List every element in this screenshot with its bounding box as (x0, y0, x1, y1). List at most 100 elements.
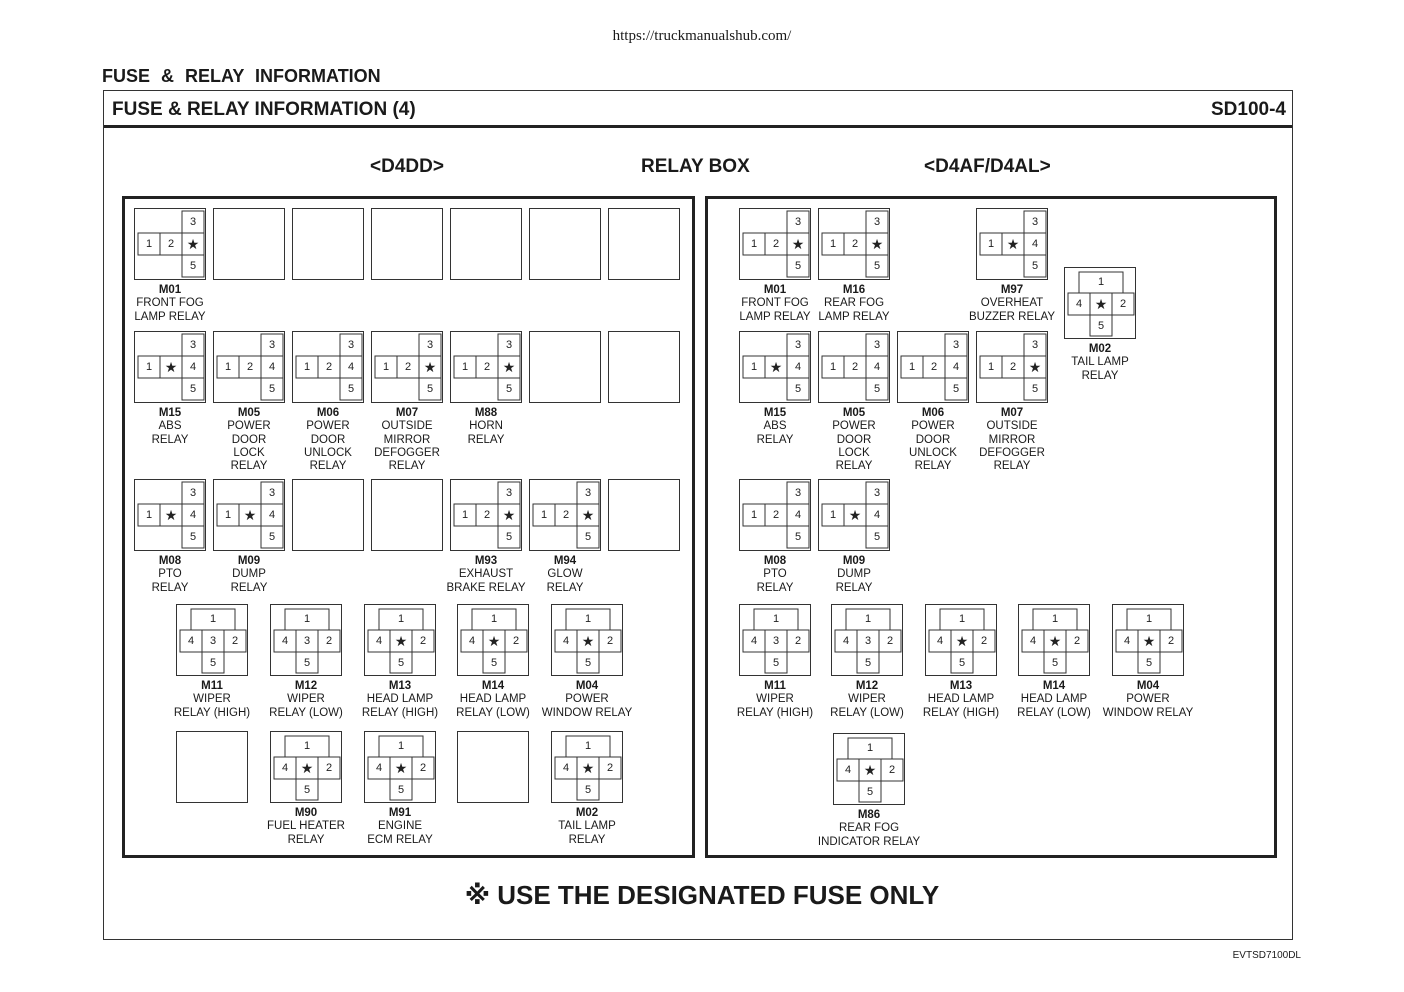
pin-label: 2 (889, 764, 895, 776)
connector-pin-diagram: 1★435 (821, 481, 889, 549)
pin-label: 1 (773, 613, 779, 625)
relay-name: HEAD LAMP RELAY (HIGH) (922, 693, 1000, 719)
pin-label: 4 (190, 361, 196, 373)
star-pin-icon: ★ (956, 633, 969, 649)
relay-code: M86 (857, 809, 881, 821)
pin-label: 3 (795, 487, 801, 499)
pin-label: 2 (168, 238, 174, 250)
empty-relay-slot (292, 208, 364, 280)
relay-code: M13 (388, 680, 412, 692)
pin-label: 2 (931, 361, 937, 373)
pin-label: 3 (874, 216, 880, 228)
relay-name: DUMP RELAY (835, 568, 873, 594)
empty-relay-slot (371, 208, 443, 280)
star-pin-icon: ★ (244, 507, 257, 523)
frame-header: FUSE & RELAY INFORMATION (4) SD100-4 (104, 91, 1292, 128)
document-code: EVTSD7100DL (1232, 950, 1301, 961)
relay-name: FRONT FOG LAMP RELAY (134, 297, 206, 323)
relay-box-d4dd (122, 196, 695, 858)
relay-name: WIPER RELAY (HIGH) (736, 693, 814, 719)
pin-label: 5 (959, 657, 965, 669)
pin-label: 3 (1032, 216, 1038, 228)
pin-label: 1 (491, 613, 497, 625)
header-d4dd: <D4DD> (370, 156, 444, 177)
frame-title: FUSE & RELAY INFORMATION (4) (112, 99, 416, 120)
pin-label: 3 (190, 487, 196, 499)
connector-pin-diagram: 1★435 (216, 481, 284, 549)
pin-label: 2 (326, 635, 332, 647)
pin-label: 4 (874, 509, 880, 521)
star-pin-icon: ★ (503, 359, 516, 375)
pin-label: 1 (1146, 613, 1152, 625)
pin-label: 4 (376, 762, 382, 774)
relay-code: M02 (1088, 343, 1112, 355)
pin-label: 4 (795, 509, 801, 521)
pin-label: 3 (190, 339, 196, 351)
relay-code: M04 (575, 680, 599, 692)
pin-label: 1 (867, 742, 873, 754)
pin-label: 4 (845, 764, 851, 776)
pin-label: 1 (751, 238, 757, 250)
pin-label: 2 (247, 361, 253, 373)
connector-pin-diagram: 1★435 (979, 210, 1047, 278)
pin-label: 2 (887, 635, 893, 647)
relay-code: M06 (921, 407, 945, 419)
connector-pin-diagram: 1★435 (137, 481, 205, 549)
pin-label: 3 (865, 635, 871, 647)
pin-label: 4 (953, 361, 959, 373)
relay-code: M07 (395, 407, 419, 419)
relay-code: M02 (575, 807, 599, 819)
pin-label: 3 (874, 339, 880, 351)
star-pin-icon: ★ (165, 507, 178, 523)
star-pin-icon: ★ (770, 359, 783, 375)
pin-label: 1 (830, 509, 836, 521)
pin-label: 1 (909, 361, 915, 373)
pin-label: 5 (585, 657, 591, 669)
relay-name: OVERHEAT BUZZER RELAY (968, 297, 1056, 323)
pin-label: 3 (427, 339, 433, 351)
relay-name: ENGINE ECM RELAY (367, 820, 433, 846)
pin-label: 1 (304, 613, 310, 625)
relay-code: M15 (158, 407, 182, 419)
source-url[interactable]: https://truckmanualshub.com/ (612, 28, 792, 44)
pin-label: 5 (874, 260, 880, 272)
relay-name: HEAD LAMP RELAY (LOW) (456, 693, 530, 719)
pin-label: 2 (420, 762, 426, 774)
pin-label: 4 (751, 635, 757, 647)
pin-label: 3 (953, 339, 959, 351)
relay-name: OUTSIDE MIRROR DEFOGGER RELAY (979, 420, 1045, 473)
pin-label: 5 (506, 383, 512, 395)
empty-relay-slot (213, 208, 285, 280)
pin-label: 1 (585, 613, 591, 625)
connector-pin-diagram: 4★215 (836, 737, 904, 803)
star-pin-icon: ★ (1049, 633, 1062, 649)
star-pin-icon: ★ (849, 507, 862, 523)
pin-label: 1 (865, 613, 871, 625)
pin-label: 5 (865, 657, 871, 669)
pin-label: 5 (1032, 260, 1038, 272)
relay-code: M90 (294, 807, 318, 819)
